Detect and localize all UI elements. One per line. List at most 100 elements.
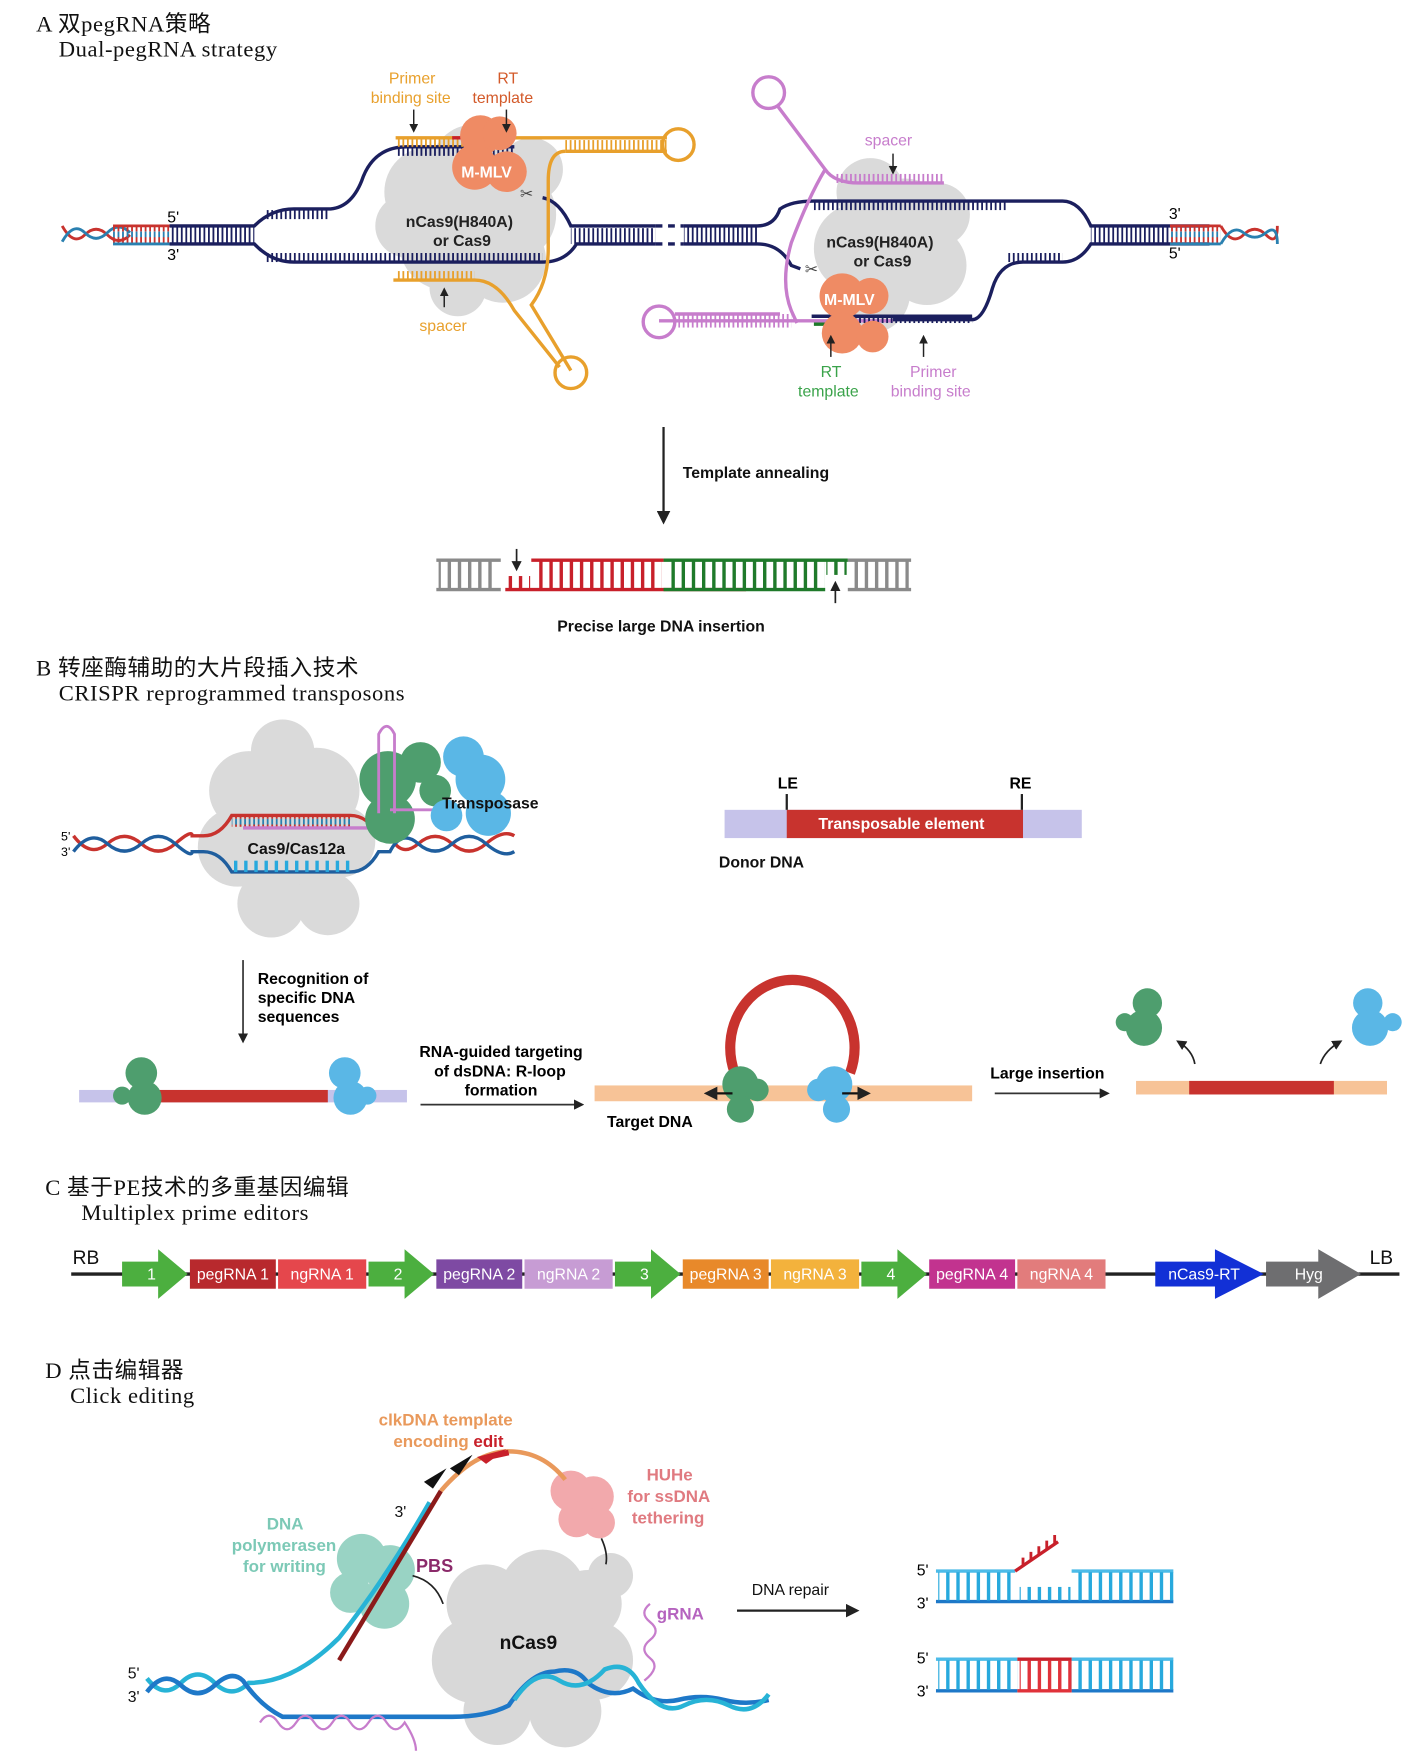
- polymerase-label-2: polymerasen: [232, 1536, 337, 1555]
- recognition-label-2: specific DNA: [258, 990, 355, 1007]
- huhe-label-3: tethering: [632, 1509, 704, 1528]
- pegrna-1-block: [189, 1259, 276, 1289]
- transposable-element-label: Transposable element: [818, 816, 985, 833]
- linker: [600, 1538, 608, 1565]
- rungs: [395, 146, 515, 156]
- transposon-loop: [725, 974, 860, 1075]
- repaired-dna: [935, 1656, 1174, 1694]
- rungs: [395, 271, 475, 281]
- pegrna-3-block: [682, 1259, 769, 1289]
- dna-rungs-left: [113, 225, 170, 244]
- pbs-label-right-2: binding site: [891, 383, 971, 400]
- rna-guided-label-2: of dsDNA: R-loop: [434, 1063, 566, 1080]
- huhe-label-2: for ssDNA: [627, 1487, 710, 1506]
- spacer-label-right: spacer: [865, 133, 912, 150]
- cas-label-right-1: nCas9(H840A): [826, 234, 933, 251]
- transposable-element-bound: [158, 1089, 328, 1103]
- ngrna-3-label: ngRNA 3: [783, 1267, 846, 1284]
- end-5prime-d: 5': [128, 1665, 140, 1682]
- promoter-4: [861, 1249, 927, 1299]
- promoter-3-label: 3: [640, 1267, 649, 1284]
- recognition-label-1: Recognition of: [258, 971, 369, 988]
- ngrna-3-block: [770, 1259, 860, 1289]
- blue-protein: [328, 1057, 377, 1115]
- promoter-1: [122, 1249, 188, 1299]
- pegrna-1-label: pegRNA 1: [197, 1267, 269, 1284]
- genomic-dna-d: [145, 1501, 771, 1720]
- cas-label-left-2: or Cas9: [433, 233, 491, 250]
- promoter-2-label: 2: [394, 1267, 403, 1284]
- transposable-element: [786, 809, 1024, 839]
- le-label: LE: [778, 775, 798, 792]
- end-5prime-left: 5': [167, 210, 179, 227]
- panel-d-title-cn: D 点击编辑器: [45, 1358, 184, 1383]
- large-insertion-label: Large insertion: [990, 1066, 1104, 1083]
- clkdna-label-1: clkDNA template: [379, 1410, 513, 1429]
- dsdna-right: [683, 199, 1210, 322]
- gene-hyg-label: Hyg: [1295, 1267, 1323, 1284]
- gene-hyg: [1266, 1249, 1362, 1299]
- panel-c-title-en: Multiplex prime editors: [81, 1200, 309, 1225]
- panel-d: D 点击编辑器 Click editing nCas9: [45, 1358, 1174, 1751]
- rungs: [265, 253, 543, 263]
- rungs: [1006, 253, 1063, 263]
- rungs: [1090, 225, 1170, 244]
- rungs: [683, 225, 758, 244]
- rungs: [395, 137, 498, 147]
- panel-a-title-en: Dual-pegRNA strategy: [59, 36, 278, 61]
- grna-label: gRNA: [657, 1605, 704, 1624]
- rna-guided-label-1: RNA-guided targeting: [419, 1044, 582, 1061]
- promoter-4-label: 4: [886, 1267, 895, 1284]
- dna-helix-right: [1219, 225, 1279, 245]
- rungs: [231, 815, 351, 827]
- pegrna-2-label: pegRNA 2: [443, 1267, 515, 1284]
- rungs: [1169, 225, 1221, 244]
- grna-strand: [259, 1714, 418, 1751]
- pegrna-2-block: [436, 1259, 523, 1289]
- inserted-element: [1189, 1080, 1334, 1095]
- green-protein: [113, 1057, 162, 1115]
- repair-intermediate: [935, 1534, 1174, 1604]
- panel-a-title-cn: A 双pegRNA策略: [36, 12, 211, 37]
- huhe-label-1: HUHe: [647, 1466, 693, 1485]
- scissors-icon: ✂: [520, 186, 533, 203]
- pegrna-4-label: pegRNA 4: [936, 1267, 1008, 1284]
- scissors-icon: ✂: [805, 261, 818, 278]
- tnsc-green-protein: [359, 742, 452, 844]
- pegrna-4-block: [929, 1259, 1016, 1289]
- release-arrow: [1176, 1040, 1196, 1065]
- edit-word: edit: [473, 1432, 503, 1451]
- end-3prime-right: 3': [1169, 206, 1181, 223]
- pbs-label: PBS: [416, 1556, 453, 1576]
- panel-b: B 转座酶辅助的大片段插入技术 CRISPR reprogrammed tran…: [36, 655, 1402, 1131]
- promoter-3: [614, 1249, 681, 1299]
- end-3prime-left: 3': [167, 247, 179, 264]
- rungs: [570, 228, 656, 244]
- panel-b-title-en: CRISPR reprogrammed transposons: [59, 680, 405, 705]
- gap-dashes: [655, 224, 684, 246]
- linker: [412, 1574, 444, 1605]
- end-3prime-b: 3': [61, 845, 70, 859]
- rungs: [836, 316, 973, 324]
- end-5prime-int: 5': [917, 1563, 929, 1580]
- spacer-label-left: spacer: [419, 318, 466, 335]
- ngrna-2-label: ngRNA 2: [537, 1267, 600, 1284]
- rt-label-right-2: template: [798, 383, 859, 400]
- grna-strand: [643, 1602, 657, 1682]
- end-5prime-b: 5': [61, 829, 70, 843]
- ngrna-4-block: [1017, 1259, 1106, 1289]
- gene-ncas9-rt-label: nCas9-RT: [1168, 1267, 1240, 1284]
- rungs: [231, 860, 351, 872]
- polymerase-label-1: DNA: [267, 1514, 304, 1533]
- ncas9-label: nCas9: [500, 1633, 558, 1654]
- panel-a: A 双pegRNA策略 Dual-pegRNA strategy 5' 3': [36, 12, 1279, 635]
- ngrna-1-block: [278, 1259, 367, 1289]
- release-arrow: [1319, 1040, 1343, 1065]
- end-3prime-int: 3': [917, 1595, 929, 1612]
- end-3prime-d: 3': [128, 1689, 140, 1706]
- pbs-label-left-1: Primer: [389, 71, 436, 88]
- synthesis-arrows: [423, 1449, 507, 1489]
- end-5prime-final: 5': [917, 1651, 929, 1668]
- polymerase-label-3: for writing: [243, 1557, 326, 1576]
